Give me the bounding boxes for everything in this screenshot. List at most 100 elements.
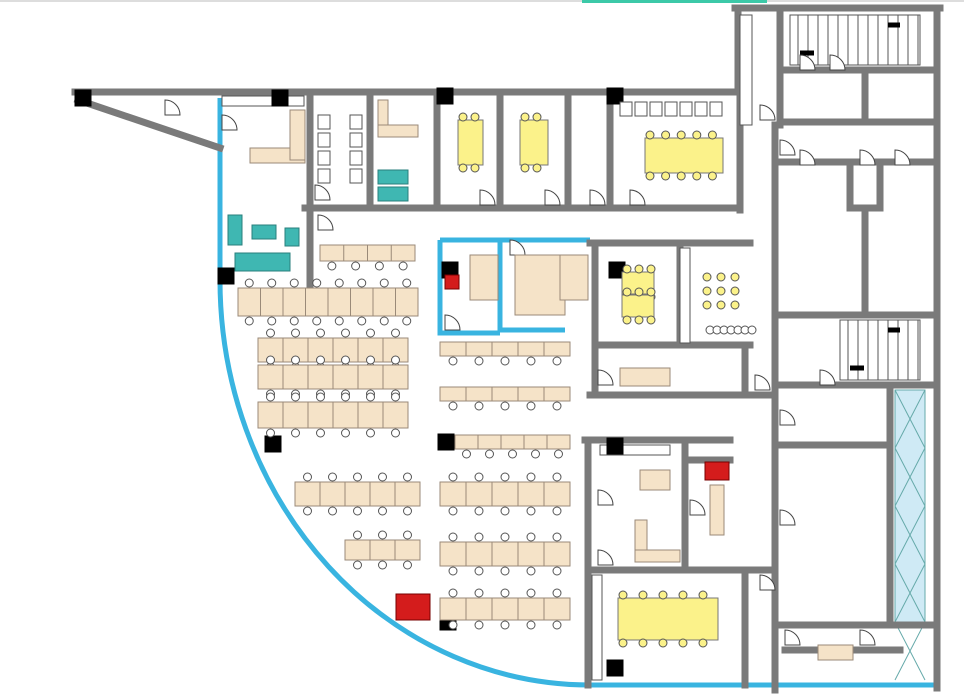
chair-icon	[366, 355, 375, 365]
desk	[817, 644, 854, 661]
chair-icon	[327, 261, 337, 271]
door-icon	[799, 54, 816, 71]
chair-icon	[374, 261, 384, 271]
desk	[709, 484, 725, 536]
chair-icon	[316, 355, 325, 365]
door-icon	[859, 149, 876, 166]
chair-icon	[531, 449, 540, 459]
chair-icon	[266, 392, 275, 402]
sofa-icon	[377, 186, 409, 202]
chair-icon	[676, 130, 686, 140]
door-icon	[589, 189, 606, 206]
workstation-row	[439, 386, 571, 402]
chair-icon	[474, 401, 484, 411]
wall	[73, 95, 225, 153]
door-icon	[894, 149, 911, 166]
door-icon	[544, 189, 561, 206]
door-icon	[221, 114, 238, 131]
chair-icon	[244, 316, 254, 326]
chair-icon	[678, 590, 688, 600]
workstation-row	[439, 597, 571, 621]
column-icon	[606, 659, 624, 677]
door-icon	[314, 184, 331, 201]
meeting-table-icon	[621, 294, 655, 318]
door-icon	[597, 489, 614, 506]
chair-icon	[638, 638, 648, 648]
chair-icon	[353, 530, 362, 540]
chair-icon	[474, 532, 484, 542]
desk	[514, 254, 566, 316]
chair-icon	[244, 278, 254, 288]
printer-icon	[395, 593, 431, 621]
chair-icon	[289, 316, 299, 326]
chair-icon	[500, 401, 510, 411]
door-icon	[754, 374, 771, 391]
chair-icon	[448, 506, 458, 516]
chair-icon	[474, 472, 484, 482]
chair-icon	[316, 392, 325, 402]
chair-icon	[730, 300, 740, 310]
chair-icon	[267, 316, 277, 326]
chair-icon	[500, 588, 510, 598]
shaft-icon	[679, 247, 691, 344]
chair-icon	[500, 356, 510, 366]
chair-icon	[645, 130, 655, 140]
meeting-table-icon	[457, 119, 484, 166]
chair-icon	[349, 168, 363, 184]
chair-icon	[403, 472, 412, 482]
workstation-row	[294, 481, 421, 507]
chair-icon	[267, 278, 277, 288]
chair-icon	[634, 287, 644, 297]
chair-icon	[341, 328, 350, 338]
chair-icon	[526, 472, 536, 482]
chair-icon	[679, 101, 693, 117]
chair-icon	[470, 112, 480, 122]
chair-icon	[500, 532, 510, 542]
sofa-icon	[377, 169, 409, 185]
chair-icon	[334, 278, 344, 288]
chair-icon	[500, 472, 510, 482]
chair-icon	[552, 356, 562, 366]
chair-icon	[317, 168, 331, 184]
door-icon	[819, 369, 836, 386]
chair-icon	[634, 315, 644, 325]
workstation-row	[439, 541, 571, 567]
chair-icon	[730, 272, 740, 282]
active-tab-indicator	[582, 0, 767, 3]
chair-icon	[402, 316, 412, 326]
chair-icon	[716, 286, 726, 296]
chair-icon	[291, 328, 300, 338]
door-icon	[784, 629, 801, 646]
door-icon	[859, 629, 876, 646]
shaft-icon	[894, 563, 926, 623]
chair-icon	[403, 506, 412, 516]
chair-icon	[649, 101, 663, 117]
column-icon	[271, 89, 289, 107]
chair-icon	[448, 356, 458, 366]
chair-icon	[391, 392, 400, 402]
chair-icon	[349, 132, 363, 148]
chair-icon	[702, 286, 712, 296]
chair-icon	[289, 278, 299, 288]
chair-icon	[341, 355, 350, 365]
chair-icon	[316, 428, 325, 438]
chair-icon	[357, 316, 367, 326]
glass-shaft	[894, 389, 926, 626]
chair-icon	[702, 272, 712, 282]
chair-icon	[291, 355, 300, 365]
desk	[377, 124, 419, 138]
chair-icon	[317, 150, 331, 166]
chair-icon	[526, 588, 536, 598]
chair-icon	[291, 428, 300, 438]
meeting-table-icon	[519, 119, 549, 166]
shaft-icon	[894, 389, 926, 449]
chair-icon	[402, 278, 412, 288]
workstation-row	[439, 341, 571, 357]
chair-icon	[707, 130, 717, 140]
chair-icon	[634, 264, 644, 274]
chair-icon	[398, 261, 408, 271]
chair-icon	[702, 300, 712, 310]
chair-icon	[622, 315, 632, 325]
door-icon	[479, 189, 496, 206]
